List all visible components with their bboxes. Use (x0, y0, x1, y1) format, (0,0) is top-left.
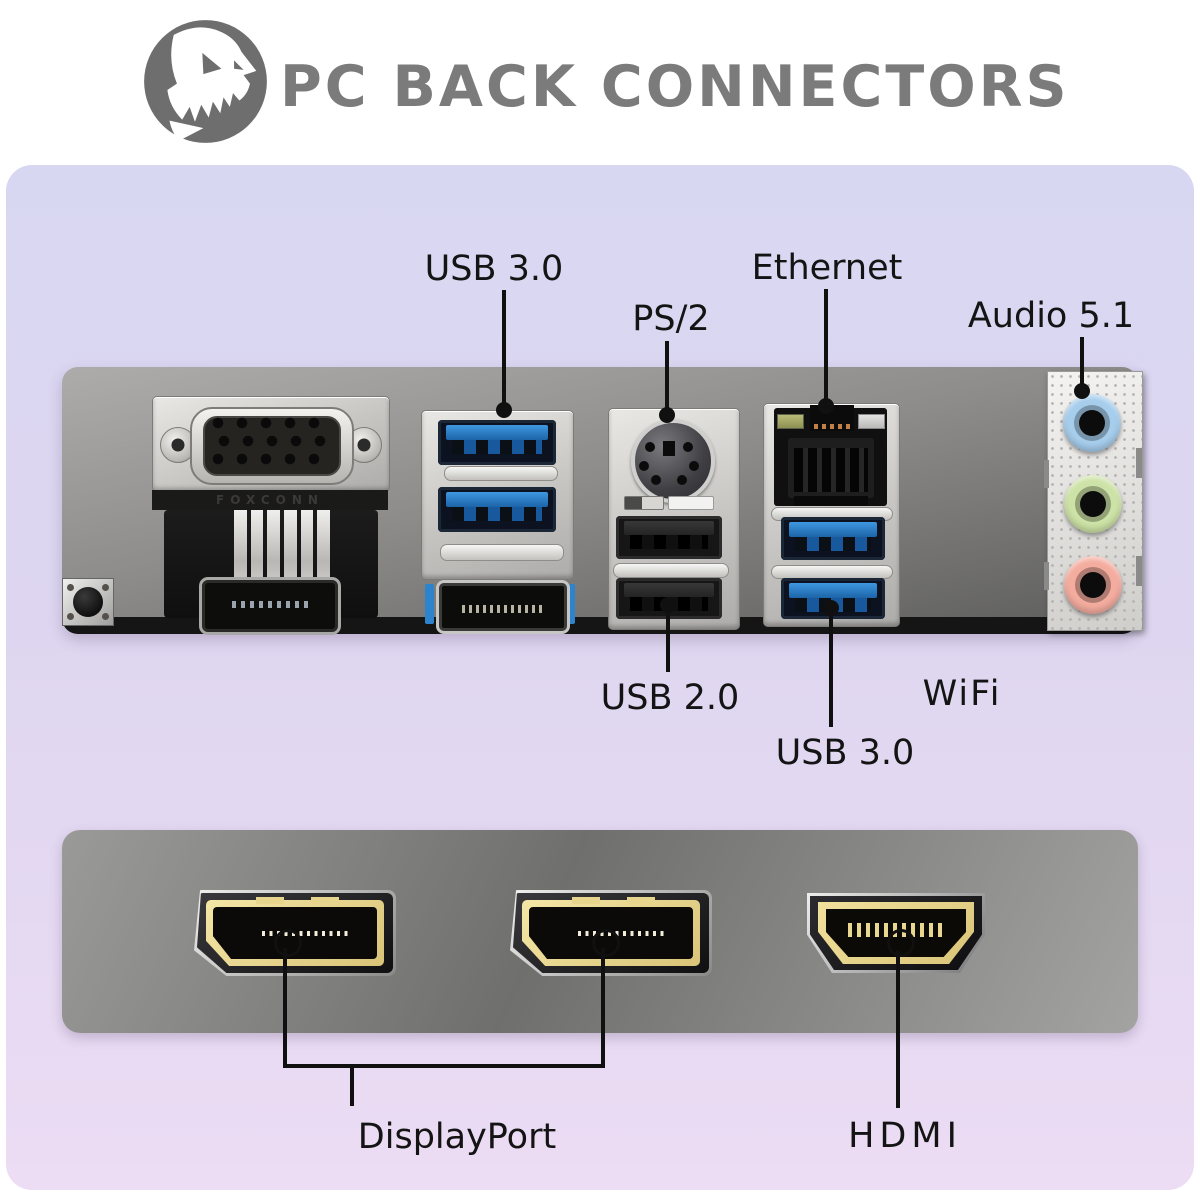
vga-pin-row (212, 453, 332, 465)
displayport-marker-1 (274, 929, 302, 957)
ps2-pin (689, 461, 699, 471)
vent-slot (444, 466, 558, 481)
ethernet-label: Ethernet (751, 248, 903, 288)
ribbon-cables (234, 510, 331, 596)
usb2-label: USB 2.0 (600, 678, 740, 718)
plate-notch (1044, 460, 1049, 488)
hdmi-port-top (436, 580, 570, 634)
ps2-pin (645, 442, 655, 452)
ethernet-pin-comb (794, 448, 868, 492)
usb2-pointer-line (666, 604, 670, 672)
ps2-pin (677, 475, 687, 485)
usb3-port-2 (438, 487, 556, 532)
displayport-bracket-bar (283, 1064, 605, 1068)
ps2-pointer-dot (659, 407, 675, 423)
usb3-top-label: USB 3.0 (424, 249, 564, 289)
ps2-pin (639, 461, 649, 471)
plate-notch (1136, 556, 1142, 586)
usb3-port-1 (438, 420, 556, 465)
vga-pin-row (218, 435, 338, 447)
displayport-bracket-left (283, 948, 287, 1068)
t-rex-skull-logo (144, 20, 267, 143)
ethernet-led-left (777, 414, 804, 429)
vga-pin-row (212, 417, 332, 429)
plate-notch (1136, 448, 1142, 478)
audio-pointer-line (1080, 337, 1084, 391)
hdmi-clip-right (566, 584, 575, 624)
ethernet-pointer-line (824, 289, 828, 406)
reset-button (62, 578, 114, 626)
ps2-label: PS/2 (632, 299, 710, 339)
ps2-key-slot (663, 441, 675, 456)
vent-slot (771, 565, 893, 579)
displayport-bracket-stub (350, 1068, 354, 1106)
hdmi-clip-left (425, 584, 434, 624)
usb3-pointer-line (502, 290, 506, 410)
hdmi-pointer-line (896, 950, 900, 1108)
usb3-bottom-label: USB 3.0 (775, 733, 915, 773)
ethernet-led-right (858, 414, 885, 429)
ps2-pin (651, 475, 661, 485)
vent-slot (624, 496, 664, 510)
hdmi-label: HDMI (848, 1116, 962, 1156)
wifi-label: WiFi (922, 674, 1002, 714)
hdmi-marker (887, 929, 915, 957)
displayport-bracket-right (601, 948, 605, 1068)
plate-notch (1044, 562, 1049, 590)
audio-jack-green (1064, 475, 1122, 533)
audio-jack-blue (1063, 394, 1121, 452)
usb2-port-1 (616, 516, 722, 559)
usb2-port-2 (616, 578, 722, 619)
vga-brand-bar: FOXCONN (152, 490, 388, 510)
ethernet-pointer-dot (818, 398, 834, 414)
ps2-pointer-line (665, 341, 669, 415)
audio-jack-pink (1064, 556, 1122, 614)
vent-slot (440, 544, 564, 561)
ps2-pin (683, 442, 693, 452)
ethernet-contacts (814, 424, 850, 429)
page-title: PC BACK CONNECTORS (280, 54, 1070, 120)
audio-pointer-dot (1074, 383, 1090, 399)
audio-label: Audio 5.1 (967, 296, 1135, 336)
displayport-marker-2 (592, 929, 620, 957)
ethernet-bottom-bar (794, 496, 868, 506)
usb3-bottom-pointer-line (829, 607, 833, 727)
displayport-port-top (199, 577, 341, 635)
vent-slot (613, 563, 729, 578)
usb3-pointer-dot (496, 402, 512, 418)
usb3-port-3 (781, 517, 885, 560)
displayport-label: DisplayPort (357, 1117, 557, 1157)
vent-slot (668, 496, 714, 510)
